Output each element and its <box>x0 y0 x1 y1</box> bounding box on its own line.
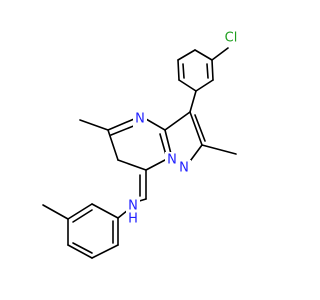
atom-h-amine-label: H <box>128 212 138 227</box>
bond <box>194 49 213 61</box>
structure-drawing: Cl N N N N H <box>42 30 239 259</box>
atom-n-amine-label: N <box>128 199 138 214</box>
atom-n-bridge-label: N <box>167 153 177 168</box>
bond <box>67 203 93 220</box>
bond <box>72 209 93 223</box>
molecule-canvas: Cl N N N N H <box>42 30 239 259</box>
bond <box>178 79 197 92</box>
bond <box>42 204 69 220</box>
bond <box>107 129 119 161</box>
atom-labels: Cl N N N N H <box>126 30 239 227</box>
nitrogen-atom-bridge: N <box>165 152 179 168</box>
bond <box>201 144 237 155</box>
bond <box>117 159 147 171</box>
bond <box>211 47 229 61</box>
bond <box>189 90 197 113</box>
nitrogen-atom-ring-top: N <box>133 111 147 127</box>
bond <box>189 111 203 146</box>
bond <box>91 203 119 219</box>
bond <box>211 59 214 81</box>
bond <box>145 118 166 131</box>
bond <box>159 133 167 156</box>
amine-hydrogen: H <box>126 210 140 227</box>
nitrogen-atom-pyrazole: N <box>177 160 191 176</box>
bond <box>145 159 166 171</box>
bond <box>206 63 209 79</box>
bond <box>79 119 109 131</box>
bond <box>182 63 185 79</box>
atom-cl-label: Cl <box>225 31 238 46</box>
atom-n-pyrazole-label: N <box>179 161 189 176</box>
bond <box>110 124 137 136</box>
bond <box>107 118 135 131</box>
chlorine-atom: Cl <box>223 30 239 46</box>
bond <box>177 49 196 61</box>
atom-n-ring-top-label: N <box>135 112 145 127</box>
bond <box>72 242 93 254</box>
bond <box>194 114 206 142</box>
bond-layer <box>42 47 237 259</box>
bond <box>177 59 180 81</box>
bond <box>195 79 214 92</box>
bond <box>164 111 191 131</box>
bond <box>67 244 93 259</box>
bond <box>91 244 119 259</box>
